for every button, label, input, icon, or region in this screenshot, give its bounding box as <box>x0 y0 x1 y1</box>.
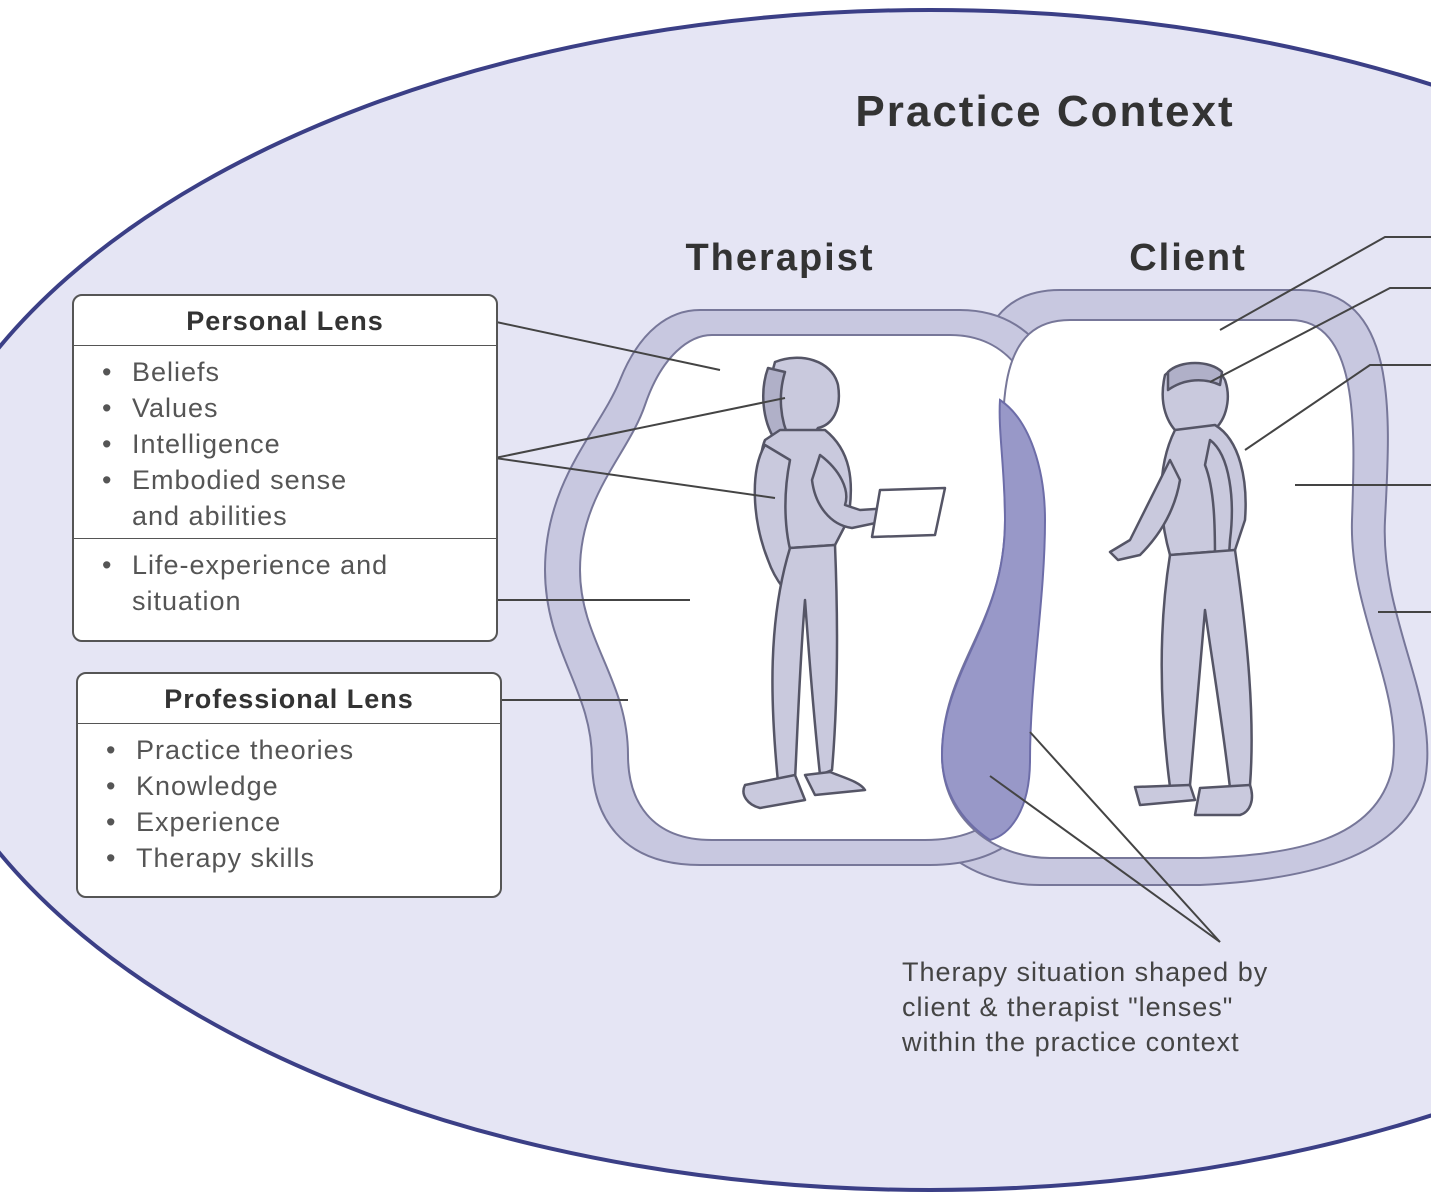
list-item: Values <box>102 390 496 426</box>
professional-lens-title: Professional Lens <box>78 674 500 724</box>
connector-client-1 <box>1219 236 1431 331</box>
personal-lens-list: Beliefs Values Intelligence Embodied sen… <box>74 346 496 538</box>
caption-line: client & therapist "lenses" <box>902 992 1234 1022</box>
connector-lines <box>486 236 1431 943</box>
caption-line: within the practice context <box>902 1027 1240 1057</box>
list-item: Practice theories <box>106 732 500 768</box>
diagram-title: Practice Context <box>855 87 1234 136</box>
connector-client-2 <box>1209 287 1431 383</box>
caption-line: Therapy situation shaped by <box>902 957 1269 987</box>
connector-client-3 <box>1244 364 1431 451</box>
therapy-situation-caption: Therapy situation shaped by client & the… <box>902 955 1431 1060</box>
client-label: Client <box>1129 237 1247 279</box>
list-item: Experience <box>106 804 500 840</box>
list-item: Life-experience and situation <box>102 547 402 619</box>
list-item: Therapy skills <box>106 840 500 876</box>
therapist-figure <box>742 356 947 810</box>
personal-lens-title: Personal Lens <box>74 296 496 346</box>
therapist-label: Therapist <box>685 237 874 279</box>
personal-lens-divider <box>74 538 496 539</box>
personal-lens-extra-list: Life-experience and situation <box>74 539 496 623</box>
list-item: Beliefs <box>102 354 496 390</box>
professional-lens-list: Practice theories Knowledge Experience T… <box>78 724 500 880</box>
list-item: Knowledge <box>106 768 500 804</box>
connector-personal-lens <box>486 319 721 371</box>
connector-caption-b <box>1029 731 1221 943</box>
connector-beliefs-head <box>494 397 786 459</box>
personal-lens-box: Personal Lens Beliefs Values Intelligenc… <box>72 294 498 642</box>
professional-lens-box: Professional Lens Practice theories Know… <box>76 672 502 898</box>
overlap-region <box>940 398 1047 842</box>
connector-caption-a <box>989 775 1221 943</box>
connector-beliefs-body <box>494 457 776 499</box>
list-item: Intelligence <box>102 426 496 462</box>
list-item: Embodied sense and abilities <box>102 462 402 534</box>
